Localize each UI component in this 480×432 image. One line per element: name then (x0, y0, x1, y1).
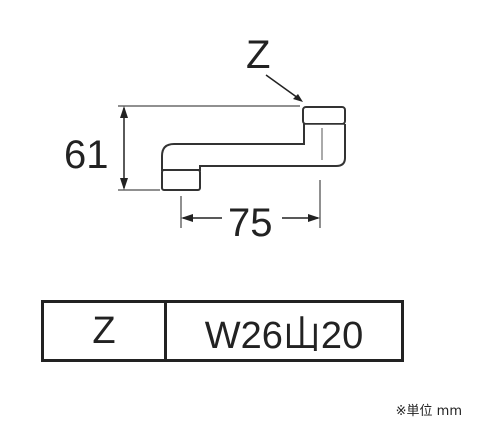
spout-pipe (161, 124, 346, 171)
spec-table: Z W26山20 (41, 300, 404, 362)
spec-value-cell: W26山20 (204, 314, 364, 357)
z-leader-arrowhead (293, 94, 303, 102)
spout-dimension-drawing: Z 61 75 (64, 33, 346, 245)
spout-outlet (161, 169, 201, 191)
unit-note: ※単位 mm (395, 404, 462, 419)
spout-part (161, 106, 346, 191)
dim-width-label: 75 (228, 201, 273, 245)
dim-arrow-right (308, 214, 320, 222)
dim-arrow-left (181, 214, 193, 222)
dim-arrow-down (120, 178, 128, 190)
spec-key-cell: Z (44, 303, 167, 359)
z-leader-line (265, 74, 299, 99)
dim-arrow-up (120, 106, 128, 118)
label-z: Z (246, 33, 270, 77)
spout-nut (302, 106, 346, 125)
dim-height-label: 61 (64, 133, 109, 177)
